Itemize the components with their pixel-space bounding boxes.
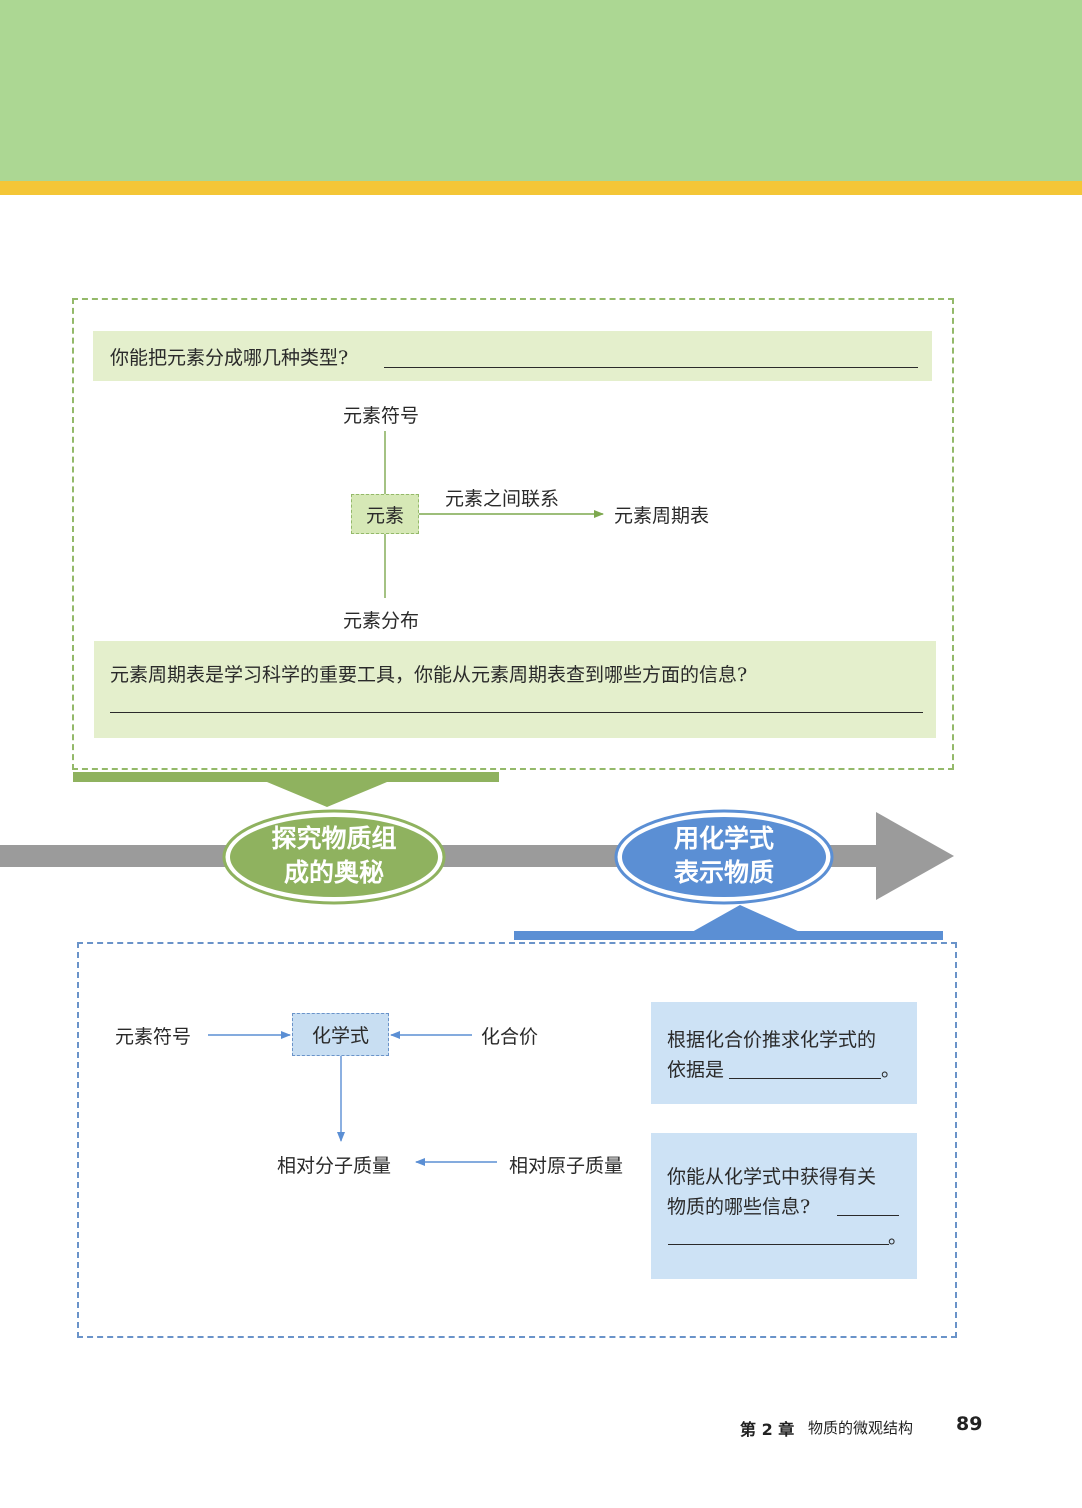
answer-line-info-1[interactable] xyxy=(837,1215,899,1216)
answer-line-periodic[interactable] xyxy=(110,712,923,713)
blue-connector-bar xyxy=(514,931,943,940)
stage2-label-line1: 用化学式 xyxy=(673,824,774,853)
answer-line-types[interactable] xyxy=(384,367,918,368)
card1-line1: 根据化合价推求化学式的 xyxy=(667,1029,877,1051)
stage1-label-line1: 探究物质组 xyxy=(271,824,397,853)
label-formula-element-symbol: 元素符号 xyxy=(115,1026,192,1048)
element-concept-lines xyxy=(384,431,604,598)
label-element-link: 元素之间联系 xyxy=(445,488,560,510)
card1-line2-suffix: 。 xyxy=(881,1059,901,1081)
footer-chapter-title: 物质的微观结构 xyxy=(808,1419,914,1437)
stage2-label-line2: 表示物质 xyxy=(673,858,774,887)
page-number: 89 xyxy=(956,1413,983,1435)
card2-line1: 你能从化学式中获得有关 xyxy=(667,1166,877,1188)
label-element-distribution: 元素分布 xyxy=(343,610,420,632)
label-periodic-table: 元素周期表 xyxy=(614,505,710,527)
formula-concept-lines xyxy=(208,1031,497,1166)
green-connector-bar xyxy=(73,772,499,782)
question-periodic-table: 元素周期表是学习科学的重要工具，你能从元素周期表查到哪些方面的信息? xyxy=(110,664,748,686)
footer-chapter: 第 2 章 xyxy=(740,1420,795,1439)
timeline-graphic xyxy=(0,772,954,940)
answer-line-valence[interactable] xyxy=(729,1078,881,1079)
formula-concept-box xyxy=(77,942,957,1338)
timeline-arrowhead xyxy=(876,812,954,900)
stage2-label: 用化学式 表示物质 xyxy=(624,822,824,890)
header-stripe xyxy=(0,181,1082,195)
chemical-formula-node: 化学式 xyxy=(292,1013,389,1056)
stage2-ellipse xyxy=(622,817,826,897)
formula-info-card xyxy=(651,1133,917,1279)
card2-line2: 物质的哪些信息? xyxy=(667,1196,811,1218)
header-band xyxy=(0,0,1082,181)
label-valence: 化合价 xyxy=(481,1026,539,1048)
question-strip-periodic xyxy=(94,641,936,738)
label-molecular-mass: 相对分子质量 xyxy=(277,1155,392,1177)
label-element-symbol: 元素符号 xyxy=(343,405,420,427)
stage1-label-line2: 成的奥秘 xyxy=(283,858,384,887)
blue-connector-pointer xyxy=(692,905,800,932)
element-concept-box xyxy=(72,298,954,770)
stage1-label: 探究物质组 成的奥秘 xyxy=(234,822,434,890)
card2-line3-suffix: 。 xyxy=(888,1226,908,1248)
valence-question-card xyxy=(651,1002,917,1104)
stage1-ellipse xyxy=(230,817,438,897)
element-node: 元素 xyxy=(351,494,419,534)
green-connector-pointer xyxy=(267,782,387,807)
question-strip-types xyxy=(93,331,932,381)
label-atomic-mass: 相对原子质量 xyxy=(509,1155,624,1177)
card1-line2-prefix: 依据是 xyxy=(667,1059,725,1081)
question-element-types: 你能把元素分成哪几种类型? xyxy=(110,347,349,369)
answer-line-info-2[interactable] xyxy=(668,1244,889,1245)
